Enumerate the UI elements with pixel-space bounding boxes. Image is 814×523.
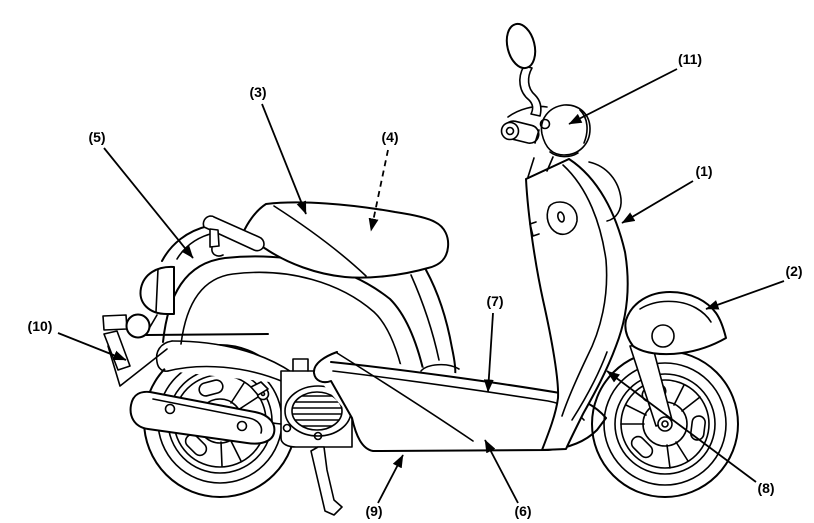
front-fork: [629, 343, 673, 432]
front-cover-bulge: [588, 161, 622, 222]
callout-label-5: (5): [88, 129, 105, 145]
body-floor-seam: [336, 352, 474, 442]
front-axle: [657, 416, 673, 432]
mirror-glass: [505, 22, 537, 70]
tail-light: [139, 265, 175, 315]
callout-label-8: (8): [757, 480, 774, 496]
callout-arrow-2: [705, 280, 785, 310]
callout-label-9: (9): [365, 503, 382, 519]
lower-cowl-edge: [571, 351, 608, 421]
mirror-stem: [519, 65, 542, 117]
callout-label-6: (6): [514, 503, 531, 519]
ignition-switch: [546, 201, 578, 236]
center-stand: [310, 446, 343, 516]
front-fender: [624, 291, 727, 356]
under-cover-outline: [312, 351, 607, 452]
leg-shield: [525, 158, 629, 451]
body-bottom-line: [145, 333, 269, 336]
body-front-edge: [425, 269, 457, 377]
grab-rail: [202, 215, 265, 257]
fender-reflector: [651, 324, 675, 348]
callout-arrow-11: [568, 68, 678, 125]
front-wheel-spokes: [620, 384, 701, 469]
callout-label-4: (4): [381, 129, 398, 145]
callout-arrow-6: [484, 439, 519, 504]
callout-label-1: (1): [695, 163, 712, 179]
seat-seam: [273, 205, 367, 277]
callout-arrow-5: [103, 147, 194, 259]
rear-mudflap: [107, 345, 168, 387]
callout-label-7: (7): [486, 293, 503, 309]
callout-arrow-1: [621, 180, 694, 224]
callout-arrow-9: [377, 454, 404, 504]
tail-top-edge: [161, 225, 209, 262]
front-wheel: [591, 350, 739, 498]
engine-bracket: [292, 358, 309, 372]
leg-shield-inner-edge: [561, 164, 608, 417]
callout-label-2: (2): [785, 263, 802, 279]
callout-arrow-8: [606, 370, 757, 483]
floor-mat-bump: [420, 363, 460, 372]
callout-arrow-4: [368, 149, 389, 232]
handlebar-switch: [539, 118, 551, 130]
rear-turn-signal: [102, 313, 151, 339]
wheel-arch-inner: [180, 271, 404, 375]
fan-cover-grille: [292, 395, 342, 427]
callout-label-11: (11): [678, 51, 702, 67]
callouts: (1) (2) (3) (4) (5) (6) (7) (8) (9) (10) (11): [28, 51, 803, 519]
callout-arrow-10: [57, 332, 127, 361]
callout-arrow-7: [483, 312, 494, 393]
callout-label-10: (10): [28, 318, 53, 334]
handlebar: [500, 22, 591, 178]
headlight-lens: [579, 109, 588, 144]
rear-inner-fender: [155, 340, 294, 384]
callout-arrow-3: [261, 103, 307, 215]
muffler: [129, 390, 276, 445]
mirror: [505, 22, 542, 117]
brake-lever: [507, 105, 548, 118]
callout-label-3: (3): [249, 84, 266, 100]
